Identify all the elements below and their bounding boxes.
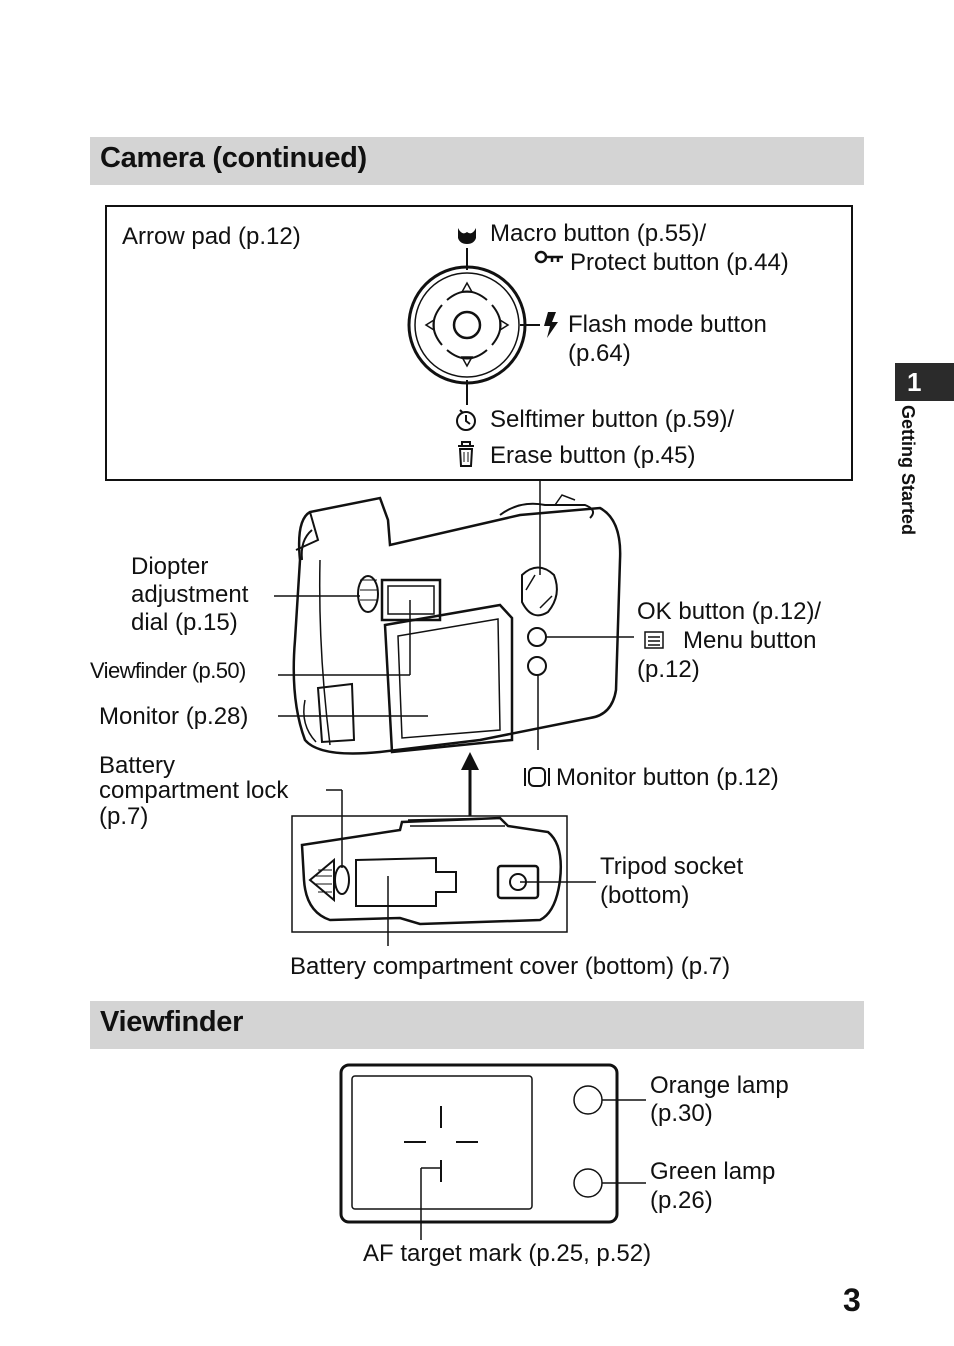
arrow-pad-box: [105, 205, 853, 481]
key-icon: [534, 250, 563, 264]
menu-icon: [644, 631, 664, 649]
trash-icon: [458, 441, 474, 467]
battery-lock-label-2: compartment lock: [99, 777, 289, 804]
diopter-label-2: adjustment: [131, 581, 249, 608]
green-lamp-page: (p.26): [650, 1187, 713, 1214]
chapter-number: 1: [907, 367, 922, 397]
section-title-camera: Camera (continued): [100, 142, 367, 174]
camera-bottom-frame: [291, 815, 568, 933]
camera-bottom-illustration: [300, 816, 562, 926]
chapter-tab: 1: [895, 363, 954, 401]
flash-mode-button-label: Flash mode button: [568, 311, 767, 338]
arrow-pad-illustration: [407, 248, 540, 405]
camera-back-illustration: [292, 494, 622, 755]
tripod-label-1: Tripod socket: [600, 853, 744, 880]
flash-mode-page: (p.64): [568, 340, 631, 367]
monitor-icon: [524, 767, 550, 787]
tripod-label-2: (bottom): [600, 882, 690, 909]
section-header-camera: Camera (continued): [90, 137, 864, 185]
af-target-label: AF target mark (p.25, p.52): [363, 1240, 652, 1267]
flash-icon: [544, 312, 558, 338]
viewfinder-illustration: [339, 1063, 646, 1240]
selftimer-button-label: Selftimer button (p.59)/: [490, 406, 735, 433]
menu-button-page: (p.12): [637, 656, 700, 683]
battery-cover-label: Battery compartment cover (bottom) (p.7): [290, 953, 731, 980]
green-lamp-label: Green lamp: [650, 1158, 776, 1185]
orange-lamp-label: Orange lamp: [650, 1072, 789, 1099]
section-title-viewfinder: Viewfinder: [100, 1006, 244, 1038]
erase-button-label: Erase button (p.45): [490, 442, 696, 469]
macro-icon: [458, 228, 476, 244]
arrow-pad-label: Arrow pad (p.12): [122, 223, 301, 250]
protect-button-label: Protect button (p.44): [570, 249, 789, 276]
battery-lock-label-3: (p.7): [99, 803, 149, 830]
diopter-label-3: dial (p.15): [131, 609, 238, 636]
menu-button-label: Menu button: [683, 627, 817, 654]
battery-lock-label-1: Battery: [99, 752, 176, 779]
orange-lamp-page: (p.30): [650, 1100, 713, 1127]
monitor-button-label: Monitor button (p.12): [556, 764, 779, 791]
selftimer-icon: [456, 409, 476, 431]
ok-button-label: OK button (p.12)/: [637, 598, 822, 625]
diopter-label-1: Diopter: [131, 553, 209, 580]
monitor-label: Monitor (p.28): [99, 703, 249, 730]
macro-button-label: Macro button (p.55)/: [490, 220, 707, 247]
viewfinder-label: Viewfinder (p.50): [90, 658, 246, 683]
section-header-viewfinder: Viewfinder: [90, 1001, 864, 1049]
page-number: 3: [843, 1282, 861, 1318]
